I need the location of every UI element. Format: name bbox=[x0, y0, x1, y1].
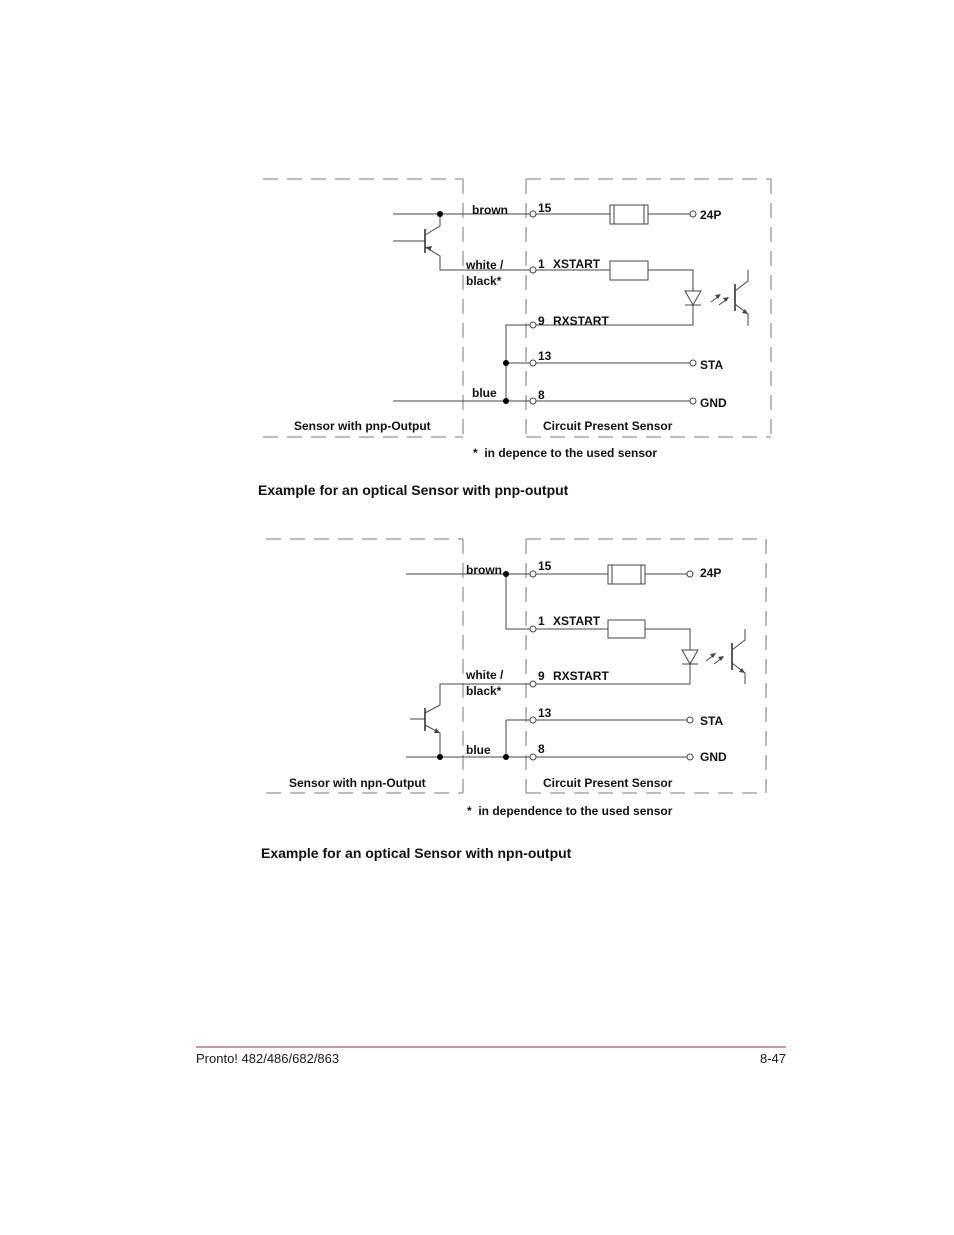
terminal-1 bbox=[529, 625, 537, 633]
terminal-9 bbox=[529, 321, 537, 329]
pnp-diagram: brown white / black* blue 15 1 XSTART 9 … bbox=[258, 178, 772, 498]
npn-terminals bbox=[529, 570, 694, 761]
pnp-circuit-box bbox=[525, 178, 772, 438]
terminal-number: 15 bbox=[538, 559, 552, 573]
npn-junctions bbox=[437, 571, 509, 760]
terminal-number: 1 bbox=[538, 614, 545, 628]
terminal-number: 8 bbox=[538, 742, 545, 756]
terminal-1 bbox=[529, 266, 537, 274]
output-sta-label: STA bbox=[700, 714, 723, 728]
resistor-symbol bbox=[609, 260, 649, 281]
circuit-box-label: Circuit Present Sensor bbox=[543, 776, 673, 790]
sensor-box-label: Sensor with pnp-Output bbox=[294, 419, 431, 433]
resistor-symbol bbox=[607, 619, 646, 639]
phototransistor-symbol bbox=[731, 629, 746, 684]
terminal-15 bbox=[529, 210, 537, 218]
pnp-junctions bbox=[437, 211, 509, 404]
led-symbol bbox=[681, 649, 699, 666]
junction-dot bbox=[437, 754, 443, 760]
fuse-symbol bbox=[609, 204, 649, 225]
terminal-signal: XSTART bbox=[553, 614, 601, 628]
led-symbol bbox=[684, 290, 702, 307]
terminal-number: 15 bbox=[538, 201, 552, 215]
blue-wire-label: blue bbox=[466, 743, 491, 757]
black-wire-label: black* bbox=[466, 274, 502, 288]
pnp-transistor-symbol bbox=[393, 214, 441, 253]
sensor-box-label: Sensor with npn-Output bbox=[289, 776, 426, 790]
page-footer: Pronto! 482/486/682/863 8-47 bbox=[196, 1046, 786, 1066]
brown-wire-label: brown bbox=[466, 563, 502, 577]
light-arrows-icon bbox=[705, 653, 724, 665]
black-wire-label: black* bbox=[466, 684, 502, 698]
terminal-8 bbox=[529, 753, 537, 761]
terminal-number: 13 bbox=[538, 349, 552, 363]
circuit-box-label: Circuit Present Sensor bbox=[543, 419, 673, 433]
output-gnd-label: GND bbox=[700, 396, 727, 410]
junction-dot bbox=[503, 360, 509, 366]
output-gnd-label: GND bbox=[700, 750, 727, 764]
pnp-terminals bbox=[529, 210, 697, 405]
output-24p-label: 24P bbox=[700, 208, 721, 222]
terminal-15 bbox=[529, 570, 537, 578]
terminal-13 bbox=[529, 716, 537, 724]
phototransistor-symbol bbox=[734, 270, 749, 326]
junction-dot bbox=[503, 754, 509, 760]
junction-dot bbox=[437, 211, 443, 217]
terminal-number: 9 bbox=[538, 314, 545, 328]
npn-circuit-box bbox=[525, 538, 767, 794]
white-wire-label: white / bbox=[465, 668, 504, 682]
figure-caption: Example for an optical Sensor with pnp-o… bbox=[258, 482, 569, 498]
terminal-signal: RXSTART bbox=[553, 669, 609, 683]
output-sta-terminal bbox=[689, 359, 697, 367]
terminal-number: 8 bbox=[538, 388, 545, 402]
junction-dot bbox=[503, 571, 509, 577]
output-sta-label: STA bbox=[700, 358, 723, 372]
output-24p-terminal bbox=[689, 210, 697, 218]
junction-dot bbox=[503, 398, 509, 404]
light-arrows-icon bbox=[710, 294, 729, 306]
output-gnd-terminal bbox=[686, 753, 694, 761]
terminal-signal: RXSTART bbox=[553, 314, 609, 328]
white-wire-label: white / bbox=[465, 258, 504, 272]
white-black-wire bbox=[424, 246, 530, 271]
brown-wire-label: brown bbox=[472, 203, 508, 217]
terminal-signal: XSTART bbox=[553, 257, 601, 271]
terminal-8 bbox=[529, 397, 537, 405]
terminal-13 bbox=[529, 359, 537, 367]
terminal-number: 13 bbox=[538, 706, 552, 720]
terminal-9 bbox=[529, 680, 537, 688]
terminal-number: 1 bbox=[538, 257, 545, 271]
output-24p-label: 24P bbox=[700, 566, 721, 580]
footnote: * in depence to the used sensor bbox=[473, 446, 657, 460]
pnp-sensor-box bbox=[263, 178, 464, 438]
white-black-wire bbox=[424, 683, 530, 714]
page-number: 8-47 bbox=[760, 1051, 786, 1066]
figure-caption: Example for an optical Sensor with npn-o… bbox=[261, 845, 572, 861]
npn-transistor-symbol bbox=[410, 708, 441, 757]
footnote: * in dependence to the used sensor bbox=[467, 804, 673, 818]
npn-diagram: brown white / black* blue 15 1 XSTART 9 … bbox=[261, 538, 767, 861]
npn-sensor-box bbox=[266, 538, 464, 794]
output-gnd-terminal bbox=[689, 397, 697, 405]
terminal-number: 9 bbox=[538, 669, 545, 683]
npn-wiring bbox=[406, 573, 691, 758]
output-sta-terminal bbox=[686, 716, 694, 724]
blue-wire-label: blue bbox=[472, 386, 497, 400]
output-24p-terminal bbox=[686, 570, 694, 578]
pnp-wiring bbox=[393, 213, 694, 402]
fuse-symbol bbox=[607, 564, 646, 585]
footer-title: Pronto! 482/486/682/863 bbox=[196, 1051, 339, 1066]
